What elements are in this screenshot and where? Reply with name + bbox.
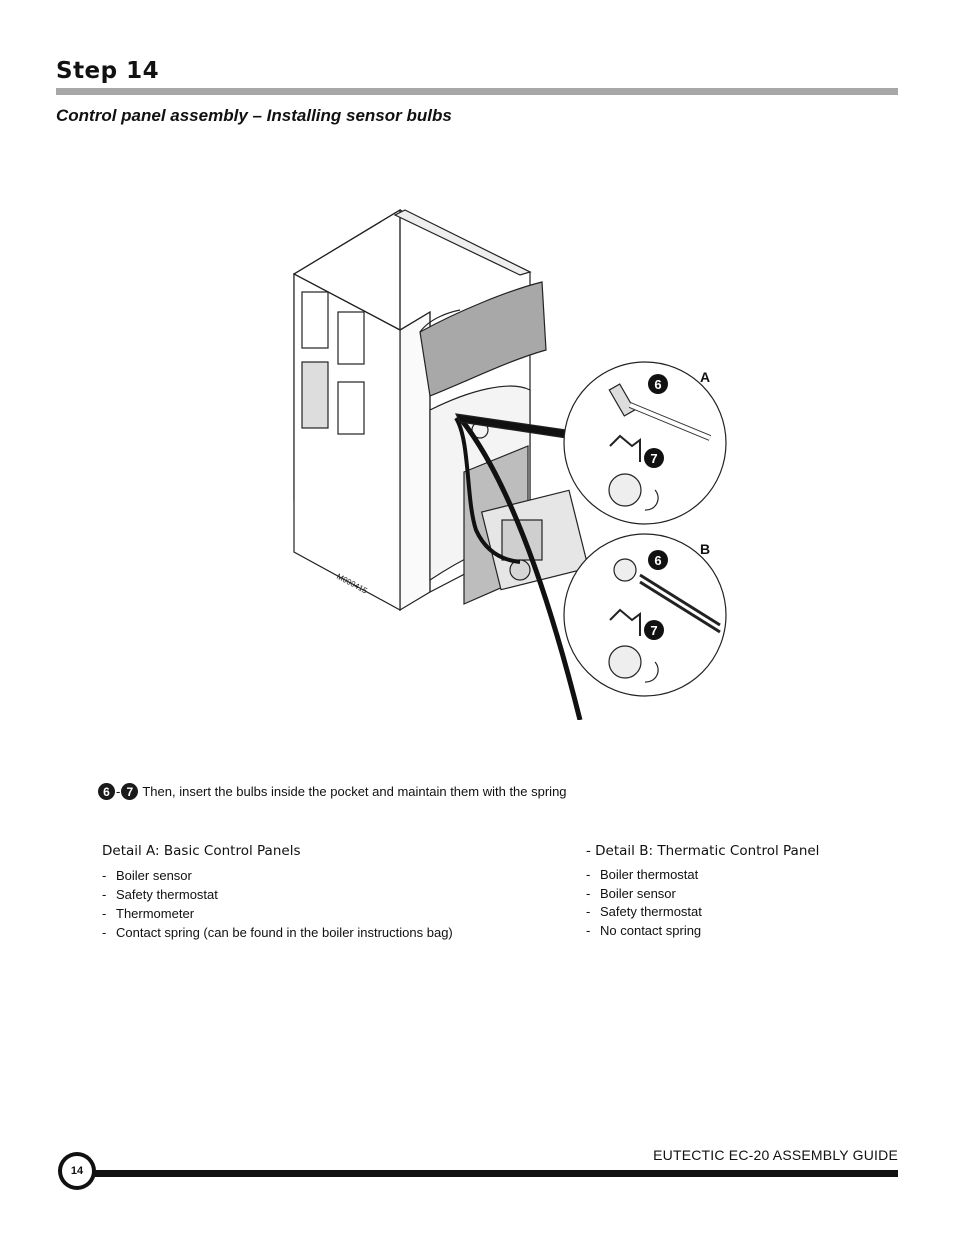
list-item: Boiler sensor <box>102 866 453 885</box>
badge-separator: - <box>116 784 121 799</box>
list-item: Boiler sensor <box>586 885 819 904</box>
detail-b-badge-7: 7 <box>650 623 657 638</box>
detail-a-circle <box>563 361 727 525</box>
list-item: Safety thermostat <box>102 885 453 904</box>
list-item: Contact spring (can be found in the boil… <box>102 923 453 942</box>
footer-guide-title: EUTECTIC EC-20 ASSEMBLY GUIDE <box>653 1147 898 1163</box>
detail-a-section: Detail A: Basic Control Panels Boiler se… <box>102 843 453 942</box>
detail-a-heading: Detail A: Basic Control Panels <box>102 843 301 859</box>
instruction-line: 6 - 7 Then, insert the bulbs inside the … <box>98 783 567 800</box>
page-number: 14 <box>62 1156 92 1186</box>
page-subtitle: Control panel assembly – Installing sens… <box>56 106 452 125</box>
list-item: Boiler thermostat <box>586 866 819 885</box>
detail-b-label: B <box>700 541 710 557</box>
footer-rule <box>70 1170 898 1177</box>
list-item: Safety thermostat <box>586 903 819 922</box>
step-title: Step 14 <box>56 58 160 84</box>
list-item: Thermometer <box>102 904 453 923</box>
step-badge-6: 6 <box>98 783 115 800</box>
assembly-illustration: 6 7 6 7 A B M000415 <box>280 200 740 721</box>
title-rule <box>56 88 898 95</box>
detail-b-heading: - Detail B: Thermatic Control Panel <box>586 843 820 859</box>
detail-b-section: - Detail B: Thermatic Control Panel Boil… <box>586 843 819 940</box>
page-number-badge: 14 <box>58 1152 96 1190</box>
detail-a-badge-6: 6 <box>654 377 661 392</box>
list-item: No contact spring <box>586 922 819 941</box>
detail-b-badge-6: 6 <box>654 553 661 568</box>
instruction-text: Then, insert the bulbs inside the pocket… <box>142 784 567 799</box>
detail-a-badge-7: 7 <box>650 451 657 466</box>
step-badge-7: 7 <box>121 783 139 800</box>
detail-b-circle <box>563 533 727 697</box>
detail-a-label: A <box>700 369 710 385</box>
